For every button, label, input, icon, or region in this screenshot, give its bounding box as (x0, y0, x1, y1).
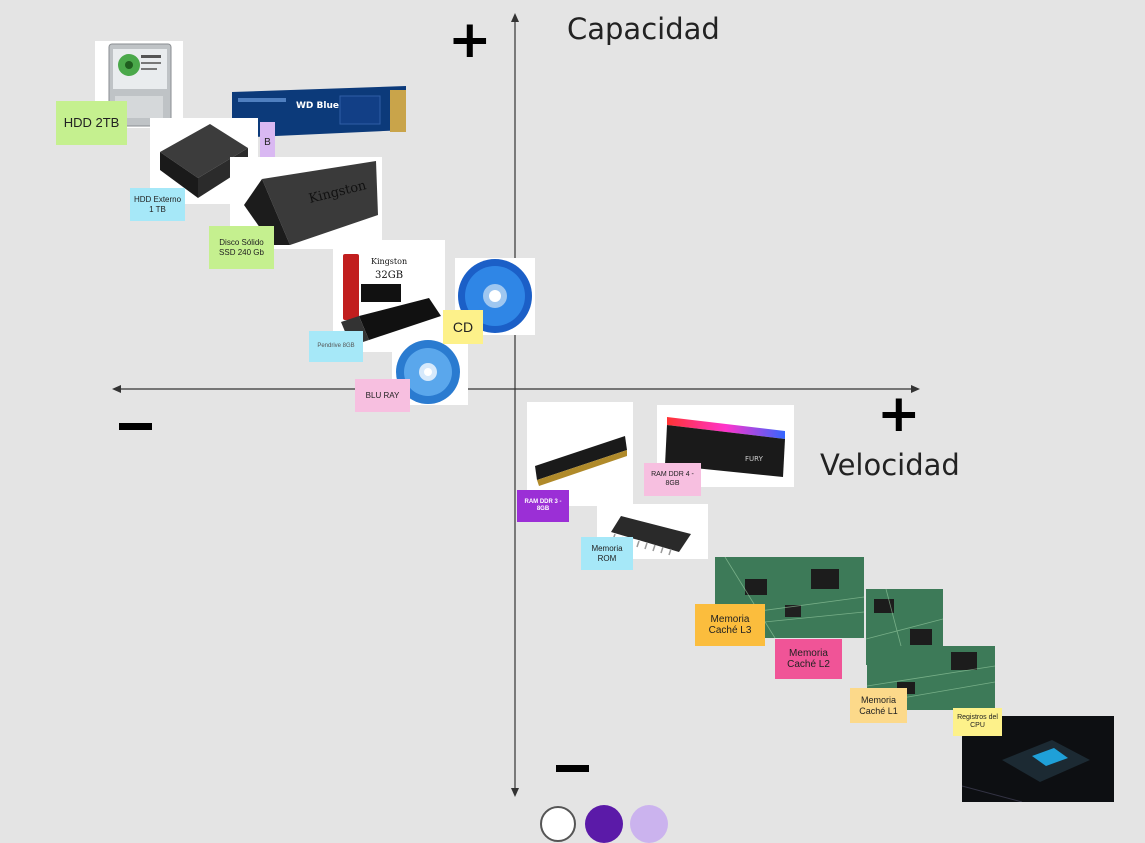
x-axis-label: Velocidad (820, 448, 960, 482)
cache-l3-image[interactable] (715, 557, 864, 638)
note-hdd-external[interactable]: HDD Externo 1 TB (130, 188, 185, 221)
axes-lines (112, 13, 920, 797)
user-avatar[interactable] (585, 805, 623, 843)
y-plus-sign: + (448, 10, 492, 70)
note-hdd-2tb[interactable]: HDD 2TB (56, 101, 127, 145)
x-plus-sign: + (877, 384, 921, 444)
m2-brand-text: WD Blue (296, 101, 339, 111)
usb-capacity-text: 32GB (375, 270, 403, 281)
m2-ssd-image[interactable]: WD Blue (230, 84, 408, 140)
note-cd[interactable]: CD (443, 310, 483, 344)
ssd-icon: Kingston (244, 161, 378, 245)
user-avatar[interactable] (630, 805, 668, 843)
note-ram-ddr3[interactable]: RAM DDR 3 - 8GB (517, 490, 569, 522)
bluray-disc-icon (396, 340, 460, 404)
note-ssd[interactable]: Disco Sólido SSD 240 Gb (209, 226, 274, 269)
ssd-image[interactable]: Kingston (230, 157, 382, 249)
note-ram-ddr4[interactable]: RAM DDR 4 - 8GB (644, 463, 701, 496)
usb-brand-text: Kingston (371, 257, 407, 266)
note-partial-b[interactable]: B (260, 122, 275, 163)
circuit-board-icon (867, 646, 995, 710)
m2-ssd-icon: WD Blue (232, 86, 406, 138)
note-pendrive[interactable]: Pendrive 8GB (309, 331, 363, 362)
note-cache-l1[interactable]: Memoria Caché L1 (850, 688, 907, 723)
note-cache-l3[interactable]: Memoria Caché L3 (695, 604, 765, 646)
note-rom[interactable]: Memoria ROM (581, 537, 633, 570)
y-minus-sign (556, 765, 589, 772)
note-bluray[interactable]: BLU RAY (355, 379, 410, 412)
cache-l1-image[interactable] (867, 646, 995, 710)
circuit-board-icon (715, 557, 864, 638)
ram-brand-text: FURY (745, 455, 764, 463)
ram-ddr3-icon (535, 436, 627, 486)
y-axis-label: Capacidad (567, 12, 720, 46)
note-cpu-registers[interactable]: Registros del CPU (953, 708, 1002, 736)
x-minus-sign (119, 423, 152, 430)
ram-ddr3-image[interactable] (527, 402, 633, 506)
note-cache-l2[interactable]: Memoria Caché L2 (775, 639, 842, 679)
user-avatar[interactable] (540, 806, 576, 842)
